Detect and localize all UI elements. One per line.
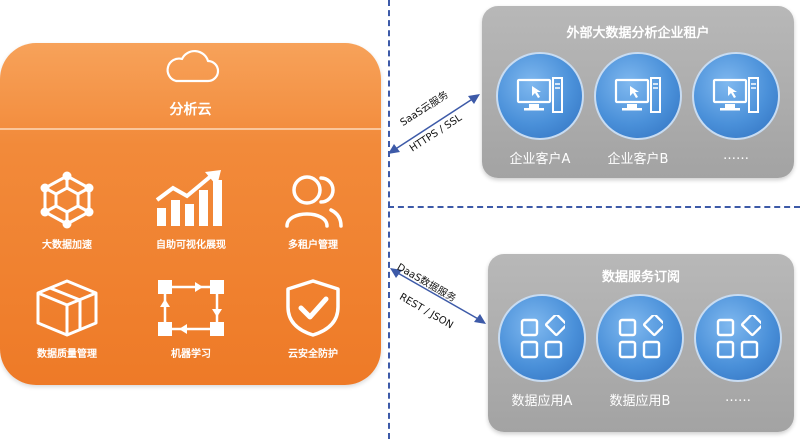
tenant-b-circle (594, 52, 682, 140)
app-grid-icon (618, 315, 663, 359)
app-label: 数据应用B (609, 394, 671, 409)
app-a-circle (498, 294, 586, 382)
feature-machine-learning: 机器学习 (136, 277, 246, 360)
bar-chart-growth-icon (155, 170, 222, 226)
feature-label: 大数据加速 (42, 240, 92, 251)
tenant-more-circle (692, 52, 780, 140)
daas-double-arrow (390, 268, 486, 324)
desktop-computer-icon (712, 77, 759, 113)
analysis-cloud-panel: 分析云 大数据加速 (0, 43, 381, 385)
horizontal-separator (388, 206, 800, 208)
feature-cloud-security: 云安全防护 (258, 277, 368, 360)
vertical-separator (388, 0, 390, 439)
tenant-a-circle (496, 52, 584, 140)
cloud-icon (166, 49, 220, 83)
feature-label: 机器学习 (171, 349, 211, 360)
tenants-title: 外部大数据分析企业租户 (566, 26, 710, 41)
node-loop-icon (158, 280, 224, 336)
subscription-title: 数据服务订阅 (601, 270, 680, 285)
tenant-label: …… (723, 148, 749, 163)
feature-label: 云安全防护 (288, 349, 338, 360)
app-label: …… (725, 390, 751, 405)
users-icon (285, 175, 343, 228)
tenant-label: 企业客户B (607, 152, 669, 167)
feature-multi-tenant-management: 多租户管理 (258, 170, 368, 251)
feature-big-data-acceleration: 大数据加速 (12, 170, 122, 251)
cloud-title: 分析云 (169, 102, 212, 118)
desktop-computer-icon (614, 77, 661, 113)
app-label: 数据应用A (511, 394, 573, 409)
desktop-computer-icon (516, 77, 563, 113)
app-grid-icon (716, 315, 761, 359)
feature-label: 自助可视化展现 (156, 240, 226, 251)
feature-data-quality-management: 数据质量管理 (12, 277, 122, 360)
app-more-circle (694, 294, 782, 382)
cloud-divider (0, 128, 381, 130)
feature-label: 多租户管理 (288, 240, 338, 251)
feature-label: 数据质量管理 (37, 349, 97, 360)
cube-icon (36, 279, 98, 337)
app-b-circle (596, 294, 684, 382)
hexagon-network-icon (40, 171, 94, 229)
tenant-label: 企业客户A (509, 152, 571, 167)
shield-check-icon (286, 279, 340, 337)
app-grid-icon (520, 315, 565, 359)
tenants-panel: 外部大数据分析企业租户 企业客户A 企业客户B …… (482, 6, 794, 178)
subscription-panel: 数据服务订阅 (488, 254, 794, 432)
saas-double-arrow (388, 94, 480, 154)
feature-self-service-visualization: 自助可视化展现 (136, 170, 246, 251)
